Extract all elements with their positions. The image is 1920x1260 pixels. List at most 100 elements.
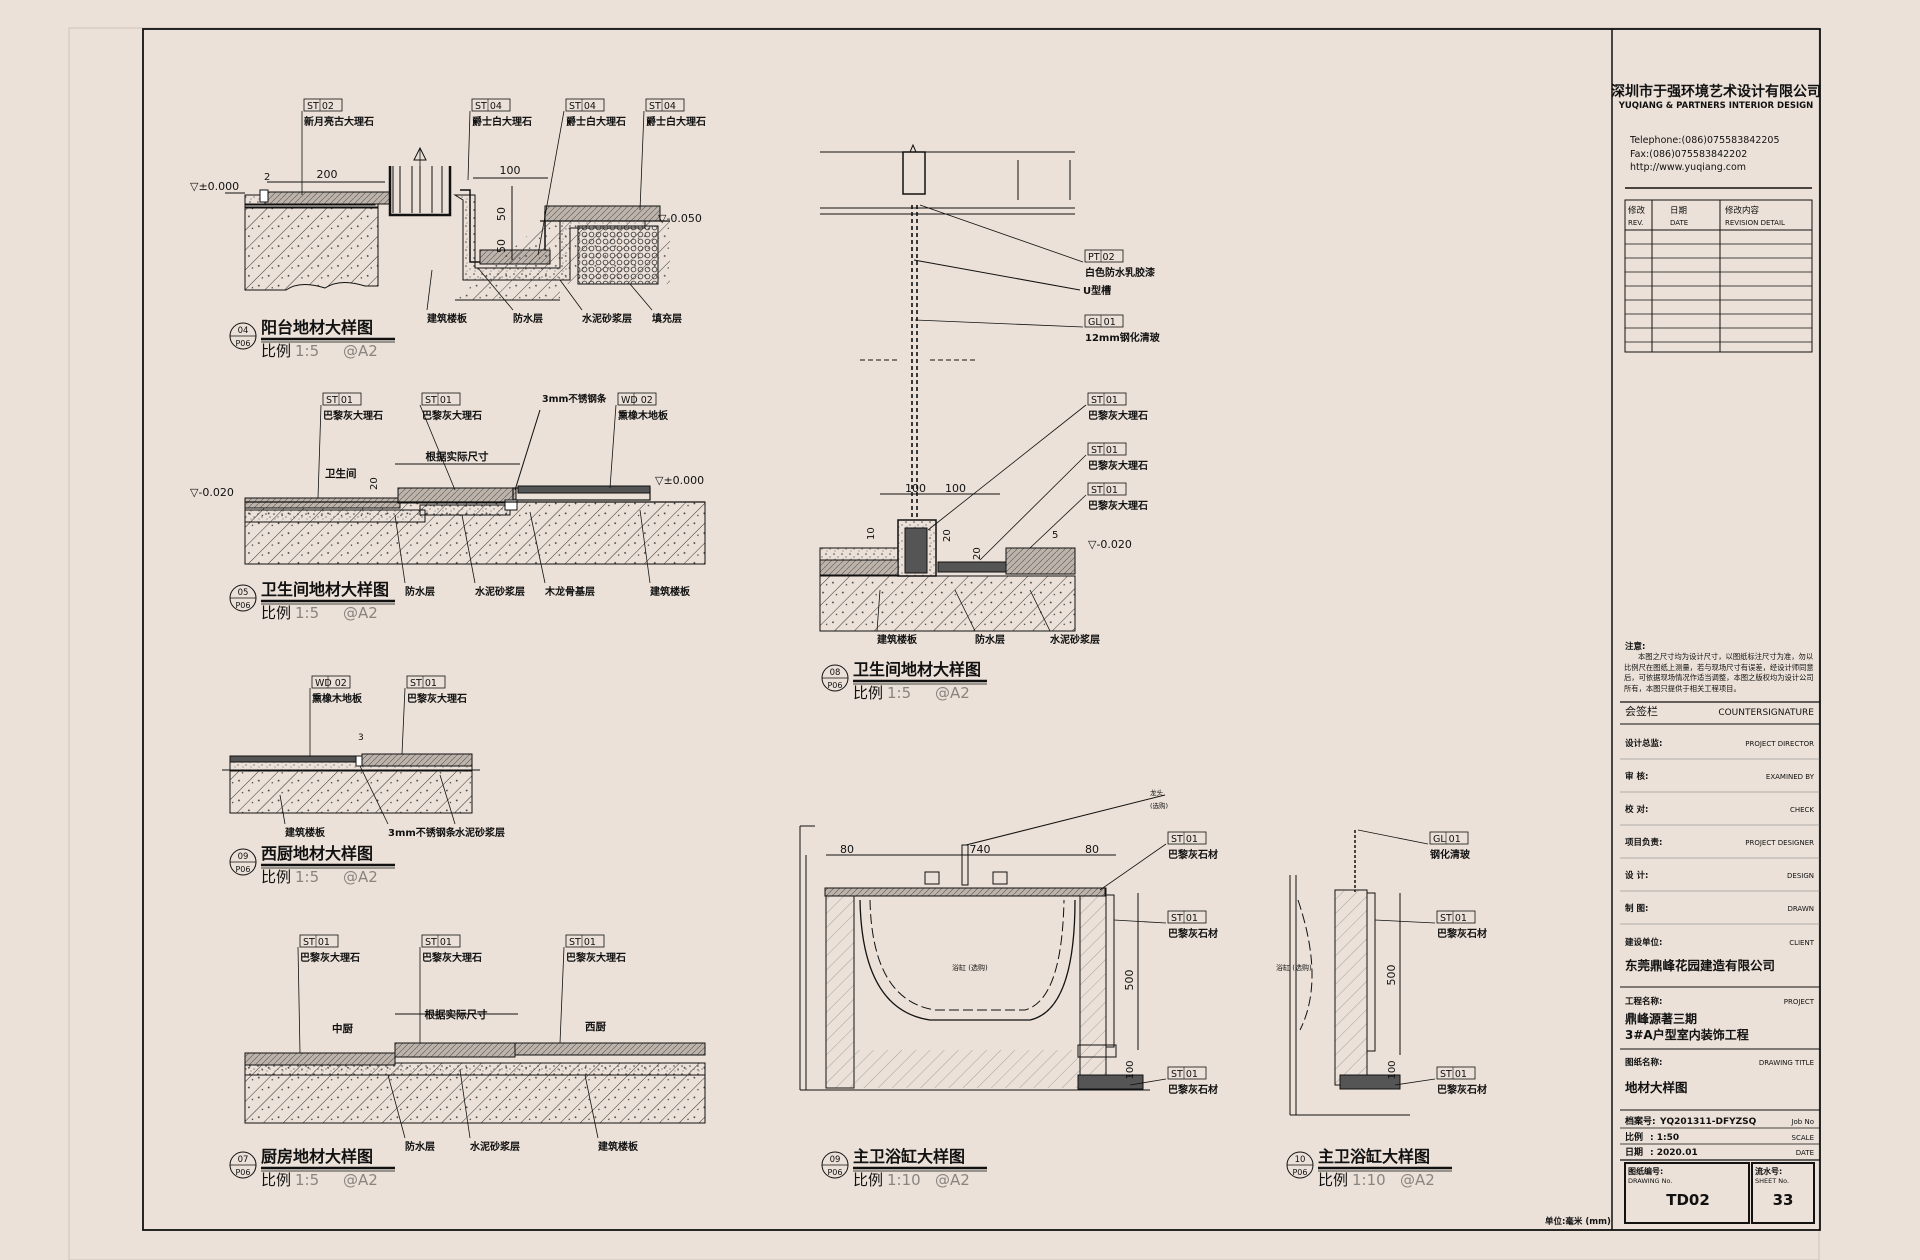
leader-line <box>559 946 565 1044</box>
layer-label: 水泥砂浆层 <box>1049 633 1100 646</box>
d08-dim-c: 10 <box>866 527 877 540</box>
d07-room-1: 中厨 <box>332 1022 353 1035</box>
countersign-row-cn: 制 图: <box>1625 903 1648 914</box>
countersign-row-en: EXAMINED BY <box>1766 773 1815 781</box>
project-label: 工程名称: <box>1625 996 1662 1007</box>
leader-line <box>387 1074 406 1139</box>
detail-scale: 1:5 <box>295 1171 319 1189</box>
material-code: ST 04 <box>569 101 596 112</box>
date-value: : 2020.01 <box>1650 1148 1698 1158</box>
client-label: 建设单位: <box>1624 937 1662 948</box>
material-code-box <box>617 392 657 406</box>
countersign-row-cn: 设 计: <box>1625 870 1648 881</box>
leader-line <box>297 946 301 1054</box>
layer-label: 水泥砂浆层 <box>474 585 525 598</box>
leader-line <box>629 283 653 311</box>
project-value-2: 3#A户型室内装饰工程 <box>1625 1027 1749 1042</box>
detail-number: 07 <box>238 1155 249 1165</box>
material-name: 熏橡木地板 <box>312 692 363 705</box>
drawing-title-label: 图纸名称: <box>1625 1057 1662 1068</box>
material-code-box <box>1087 442 1127 456</box>
rev-col3-en: REVISION DETAIL <box>1725 219 1785 227</box>
d08-u-channel: U型槽 <box>1083 284 1111 297</box>
d05-level-left: ▽-0.020 <box>190 486 234 499</box>
layer-label: 水泥砂浆层 <box>469 1140 520 1153</box>
d09a-dim: 3 <box>358 733 364 743</box>
rev-col1-cn: 修改 <box>1628 205 1646 216</box>
leader-line <box>279 794 286 825</box>
material-code: GL 01 <box>1088 317 1116 328</box>
detail-scale: 1:10 <box>1352 1171 1386 1189</box>
leader-line <box>559 279 583 311</box>
website[interactable]: http://www.yuqiang.com <box>1630 162 1746 173</box>
material-name: 12mm钢化清玻 <box>1085 331 1161 344</box>
detail-sheet-ref: P06 <box>827 681 842 690</box>
notes-body: 本图之尺寸均为设计尺寸，以图纸标注尺寸为准，勿以比例尺在图纸上测量，若与现场尺寸… <box>1624 652 1814 693</box>
material-code-box <box>565 98 605 112</box>
countersign-row-cn: 项目负责: <box>1625 837 1662 848</box>
material-code-box <box>299 934 339 948</box>
countersign-row-cn: 设计总监: <box>1625 738 1662 749</box>
material-name: 爵士白大理石 <box>472 115 532 128</box>
material-name: 巴黎灰大理石 <box>566 951 626 964</box>
leader-line <box>426 269 433 311</box>
detail-paper-size: @A2 <box>343 868 378 886</box>
layer-label: 3mm不锈钢条 <box>388 826 457 839</box>
rev-col2-en: DATE <box>1670 219 1688 227</box>
scale-value: : 1:50 <box>1650 1133 1679 1143</box>
company-name-cn: 深圳市于强环境艺术设计有限公司 <box>1611 83 1821 100</box>
drawing-no-value: TD02 <box>1666 1191 1710 1209</box>
d04-dim-d: 50 <box>495 239 508 253</box>
countersign-row-en: DESIGN <box>1787 872 1814 880</box>
rev-col2-cn: 日期 <box>1670 206 1687 216</box>
layer-label: 防水层 <box>513 312 543 325</box>
material-code: ST 01 <box>1440 1069 1467 1080</box>
detail-sheet-ref: P06 <box>235 339 250 348</box>
material-code: ST 01 <box>1091 395 1118 406</box>
leader-line <box>1113 919 1167 924</box>
material-code: PT 02 <box>1088 252 1115 263</box>
detail-scale-label: 比例 <box>261 604 291 622</box>
material-code: ST 01 <box>425 395 452 406</box>
drawing-title-value: 地材大样图 <box>1625 1080 1688 1095</box>
leader-line <box>979 454 1087 561</box>
material-code: GL 01 <box>1433 834 1461 845</box>
detail-sheet-ref: P06 <box>1292 1168 1307 1177</box>
scale-en: SCALE <box>1792 1134 1814 1142</box>
leader-line <box>439 774 456 825</box>
material-code-box <box>471 98 511 112</box>
detail-number: 09 <box>238 852 249 862</box>
material-name: 巴黎灰大理石 <box>1088 409 1148 422</box>
leader-line <box>537 110 565 256</box>
detail-sheet-ref: P06 <box>827 1168 842 1177</box>
leader-line <box>1029 589 1051 632</box>
countersign-label-en: COUNTERSIGNATURE <box>1718 708 1814 718</box>
detail-scale: 1:5 <box>887 684 911 702</box>
detail-scale-label: 比例 <box>261 868 291 886</box>
leader-line <box>1029 494 1087 549</box>
d04-dim-b: 100 <box>500 164 521 177</box>
leader-line <box>639 509 651 584</box>
detail-paper-size: @A2 <box>1400 1171 1435 1189</box>
layer-label: 建筑楼板 <box>426 312 468 325</box>
material-name: 巴黎灰石材 <box>1168 848 1218 861</box>
layer-label: 建筑楼板 <box>876 633 918 646</box>
material-code: ST 01 <box>303 937 330 948</box>
layer-label: 建筑楼板 <box>649 585 691 598</box>
material-code: ST 01 <box>1171 913 1198 924</box>
d10-dim-b: 100 <box>1387 1060 1398 1079</box>
detail-scale: 1:5 <box>295 342 319 360</box>
d05-size-note: 根据实际尺寸 <box>426 450 489 463</box>
d08-dim-b: 100 <box>945 482 966 495</box>
material-code: ST 01 <box>569 937 596 948</box>
material-code-box <box>1087 392 1127 406</box>
layer-label: 建筑楼板 <box>284 826 326 839</box>
client-value: 东莞鼎峰花园建造有限公司 <box>1625 958 1775 973</box>
d05-room: 卫生间 <box>325 467 357 480</box>
detail-sheet-ref: P06 <box>235 601 250 610</box>
material-code-box <box>1084 314 1124 328</box>
material-name: 巴黎灰大理石 <box>407 692 467 705</box>
detail-title: 卫生间地材大样图 <box>853 660 981 679</box>
leader-line <box>1129 1078 1167 1086</box>
